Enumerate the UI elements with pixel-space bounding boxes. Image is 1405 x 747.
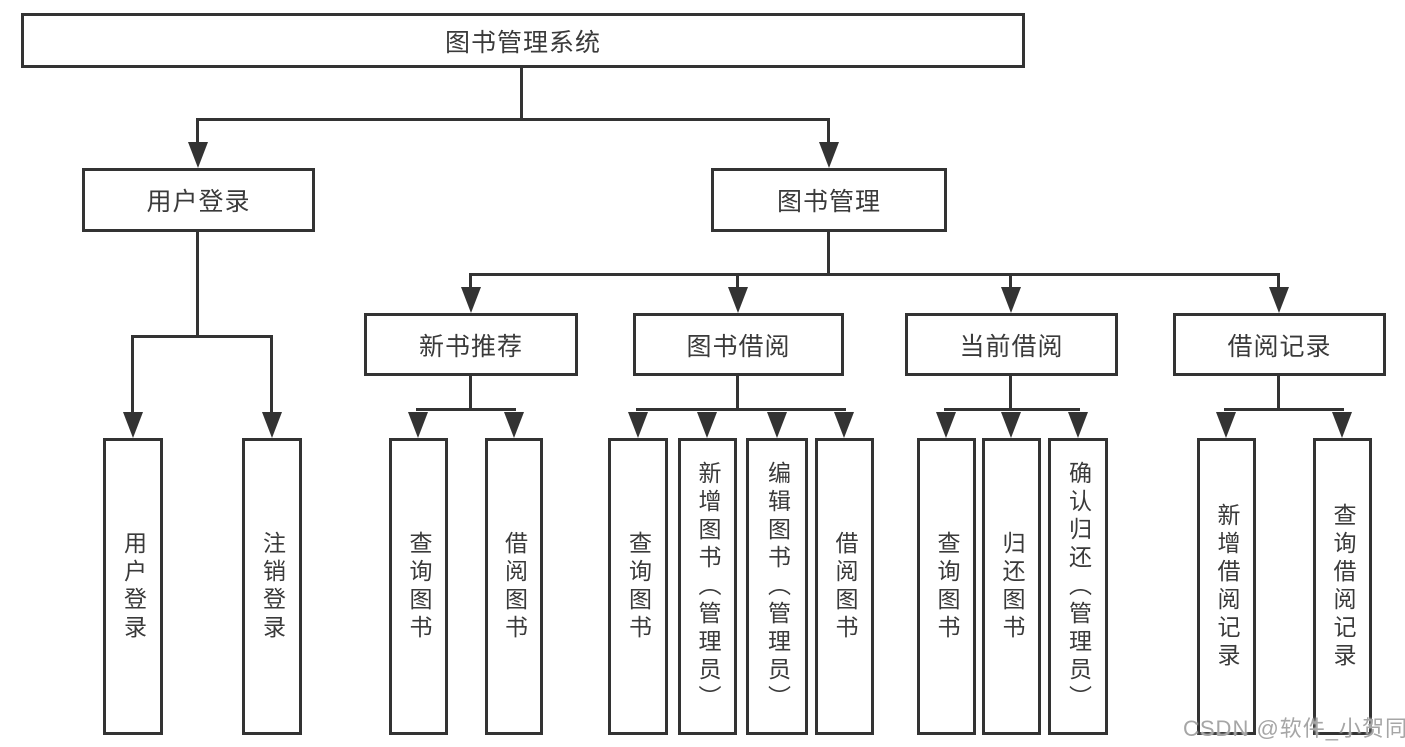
arrowhead-down-icon xyxy=(504,412,524,438)
arrowhead-down-icon xyxy=(936,412,956,438)
node-confirm-return-admin: 确认归还（管理员） xyxy=(1048,438,1108,735)
connector-line xyxy=(469,273,1280,276)
connector-line xyxy=(1009,376,1012,411)
node-current-borrow: 当前借阅 xyxy=(905,313,1118,376)
node-label: 借阅记录 xyxy=(1227,332,1332,361)
connector-line xyxy=(1009,276,1012,292)
node-label: 借阅图书 xyxy=(832,530,858,643)
node-query-books: 查询图书 xyxy=(608,438,668,735)
arrowhead-down-icon xyxy=(1068,412,1088,438)
connector-line xyxy=(469,276,472,292)
arrowhead-down-icon xyxy=(767,412,787,438)
arrowhead-down-icon xyxy=(834,412,854,438)
arrowhead-down-icon xyxy=(461,287,481,313)
arrowhead-down-icon xyxy=(123,412,143,438)
node-label: 新增图书（管理员） xyxy=(695,460,721,713)
arrowhead-down-icon xyxy=(188,142,208,168)
node-label: 注销登录 xyxy=(259,530,286,643)
connector-line xyxy=(827,121,830,147)
node-borrow-records: 借阅记录 xyxy=(1173,313,1386,376)
connector-line xyxy=(469,376,472,411)
node-add-borrow-record: 新增借阅记录 xyxy=(1197,438,1256,735)
connector-line xyxy=(270,335,273,416)
arrowhead-down-icon xyxy=(697,412,717,438)
node-label: 当前借阅 xyxy=(959,332,1064,361)
arrowhead-down-icon xyxy=(628,412,648,438)
arrowhead-down-icon xyxy=(819,142,839,168)
connector-line xyxy=(736,276,739,292)
arrowhead-down-icon xyxy=(1269,287,1289,313)
connector-line xyxy=(196,232,199,338)
node-logout: 注销登录 xyxy=(242,438,302,735)
node-return-books: 归还图书 xyxy=(982,438,1041,735)
node-query-books: 查询图书 xyxy=(917,438,976,735)
arrowhead-down-icon xyxy=(1216,412,1236,438)
node-label: 查询图书 xyxy=(625,530,652,643)
node-label: 查询借阅记录 xyxy=(1330,502,1356,671)
connector-line xyxy=(131,335,134,416)
arrowhead-down-icon xyxy=(408,412,428,438)
node-borrow-books: 借阅图书 xyxy=(815,438,874,735)
node-book-management: 图书管理 xyxy=(711,168,947,232)
node-label: 编辑图书（管理员） xyxy=(764,460,791,713)
connector-line xyxy=(827,232,830,276)
node-user-login-leaf: 用户登录 xyxy=(103,438,163,735)
node-book-borrow: 图书借阅 xyxy=(633,313,844,376)
watermark: CSDN @软件_小贺同学 xyxy=(1183,716,1405,741)
arrowhead-down-icon xyxy=(1001,412,1021,438)
connector-line xyxy=(520,68,523,121)
arrowhead-down-icon xyxy=(1001,287,1021,313)
arrowhead-down-icon xyxy=(262,412,282,438)
node-library-system-root: 图书管理系统 xyxy=(21,13,1025,68)
node-user-login: 用户登录 xyxy=(82,168,315,232)
node-label: 查询图书 xyxy=(934,530,960,643)
node-borrow-books: 借阅图书 xyxy=(485,438,543,735)
connector-line xyxy=(416,408,516,411)
node-label: 确认归还（管理员） xyxy=(1065,460,1092,713)
connector-line xyxy=(131,335,273,338)
node-label: 图书管理 xyxy=(776,188,881,216)
arrowhead-down-icon xyxy=(728,287,748,313)
connector-line xyxy=(196,121,199,147)
node-label: 归还图书 xyxy=(999,530,1025,643)
node-label: 用户登录 xyxy=(146,188,251,216)
connector-line xyxy=(944,408,1080,411)
node-label: 图书借阅 xyxy=(686,332,791,361)
node-label: 新书推荐 xyxy=(418,332,523,361)
connector-line xyxy=(736,376,739,411)
node-add-books-admin: 新增图书（管理员） xyxy=(678,438,737,735)
node-label: 图书管理系统 xyxy=(444,28,601,57)
node-label: 新增借阅记录 xyxy=(1214,502,1240,671)
node-edit-books-admin: 编辑图书（管理员） xyxy=(746,438,808,735)
node-new-book-recommend: 新书推荐 xyxy=(364,313,578,376)
node-query-books: 查询图书 xyxy=(389,438,448,735)
connector-line xyxy=(1277,276,1280,292)
connector-line xyxy=(196,118,830,121)
arrowhead-down-icon xyxy=(1332,412,1352,438)
node-query-borrow-record: 查询借阅记录 xyxy=(1313,438,1372,735)
node-label: 用户登录 xyxy=(120,530,147,643)
node-label: 借阅图书 xyxy=(501,530,528,643)
connector-line xyxy=(1277,376,1280,411)
node-label: 查询图书 xyxy=(406,530,432,643)
connector-line xyxy=(636,408,846,411)
connector-line xyxy=(1224,408,1344,411)
